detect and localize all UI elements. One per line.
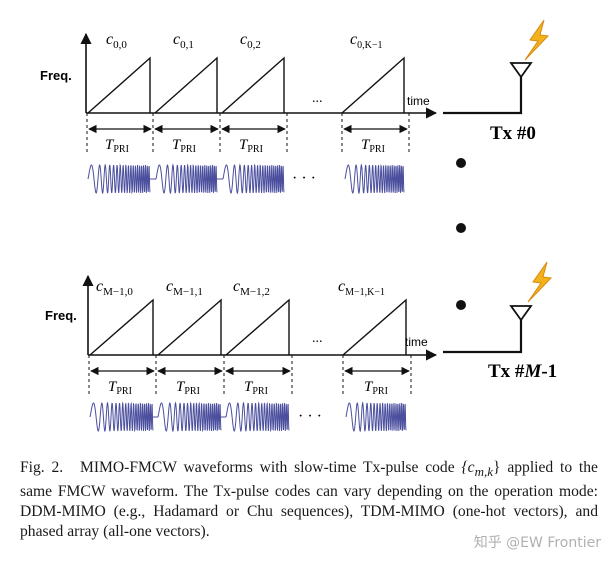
mimo-fmcw-diagram: Freq. time ... c0,0 c0,1 c0,2 c0,K−1 TP (40, 19, 557, 433)
top-chirp-1 (154, 56, 218, 114)
bottom-tpri-label-2: TPRI (244, 379, 268, 397)
top-dashed-boundaries (86, 113, 410, 152)
dot-1 (456, 158, 466, 168)
bottom-chirp-ellipsis: ... (312, 331, 323, 346)
bottom-waveform-pulses (89, 401, 407, 433)
bottom-code-label-0: cM−1,0 (96, 278, 133, 298)
top-tpri-label-0: TPRI (105, 137, 129, 155)
caption-text-part1: MIMO-FMCW waveforms with slow-time Tx-pu… (79, 459, 462, 476)
bottom-chirp-3 (342, 298, 407, 356)
bottom-chirp-2 (225, 298, 290, 356)
dot-2 (456, 223, 466, 233)
top-chirp-3 (341, 56, 405, 114)
caption-math-sub: m,k (474, 464, 494, 480)
txm-antenna (443, 261, 553, 354)
watermark: 知乎 @EW Frontier (473, 535, 601, 551)
top-waveform-strip: · · · (87, 163, 405, 195)
figure-caption: Fig. 2. MIMO-FMCW waveforms with slow-ti… (20, 458, 598, 542)
txm-lightning-icon (527, 261, 553, 303)
top-code-label-1: c0,1 (173, 31, 194, 51)
bottom-code-label-1: cM−1,1 (166, 278, 203, 298)
top-tpri-label-3: TPRI (361, 137, 385, 155)
bottom-waveform-strip: · · · (89, 401, 407, 433)
bottom-freq-label: Freq. (45, 308, 77, 323)
tx0-antenna (443, 19, 550, 115)
bottom-tpri-label-3: TPRI (364, 379, 388, 397)
bottom-tpri-label-1: TPRI (176, 379, 200, 397)
top-tpri-label-1: TPRI (172, 137, 196, 155)
caption-math-code: {c (461, 459, 475, 476)
top-time-label: time (407, 94, 430, 108)
top-code-label-3: c0,K−1 (350, 31, 382, 51)
bottom-panel: Freq. time ... cM−1,0 cM−1,1 cM−1,2 cM−1… (45, 261, 557, 433)
caption-fig-label: Fig. 2. (20, 459, 64, 476)
bottom-code-label-3: cM−1,K−1 (338, 278, 385, 298)
top-chirp-2 (221, 56, 285, 114)
txm-label: Tx #M-1 (488, 361, 557, 382)
top-waveform-pulses (87, 163, 405, 195)
bottom-chirp-1 (157, 298, 222, 356)
top-chirp-ellipsis: ... (312, 91, 323, 106)
dot-3 (456, 300, 466, 310)
top-panel: Freq. time ... c0,0 c0,1 c0,2 c0,K−1 TP (40, 19, 550, 195)
top-freq-label: Freq. (40, 68, 72, 83)
top-tpri-label-2: TPRI (239, 137, 263, 155)
bottom-dashed-boundaries (88, 355, 412, 394)
bottom-time-label: time (405, 335, 428, 349)
bottom-code-label-2: cM−1,2 (233, 278, 270, 298)
caption-text-part2: applied to the same FMCW waveform. The T… (20, 459, 598, 541)
tx0-label: Tx #0 (490, 123, 536, 144)
bottom-tpri-label-0: TPRI (108, 379, 132, 397)
tx0-lightning-icon (524, 19, 550, 61)
bottom-chirp-0 (89, 298, 154, 356)
top-chirp-0 (87, 56, 151, 114)
caption-math-close: } (493, 459, 501, 476)
top-code-label-0: c0,0 (106, 31, 127, 51)
bottom-waveform-ellipsis: · · · (298, 408, 322, 425)
top-waveform-ellipsis: · · · (292, 170, 316, 187)
top-code-label-2: c0,2 (240, 31, 261, 51)
